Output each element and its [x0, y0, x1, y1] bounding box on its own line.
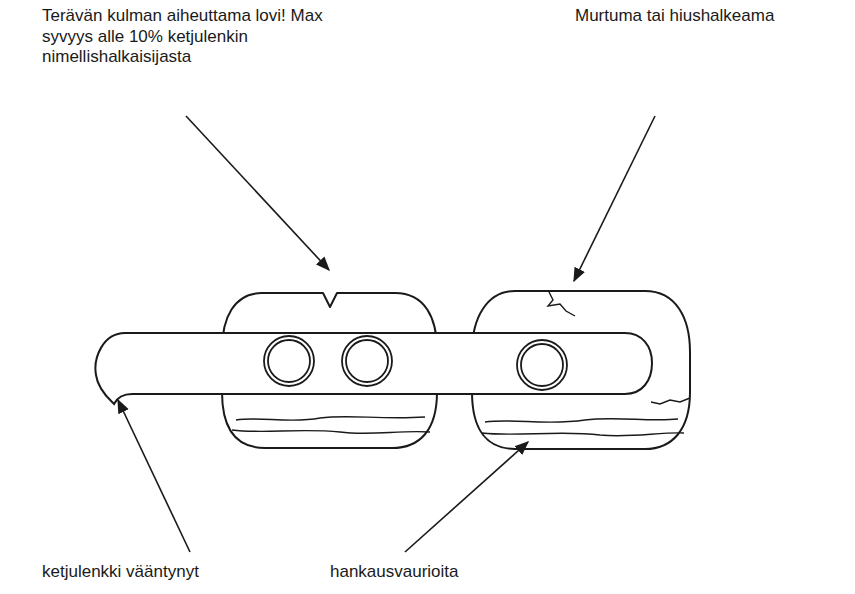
link-cross-section	[342, 336, 392, 386]
link-cross-section	[521, 344, 563, 386]
callout-label: hankausvaurioita	[330, 562, 550, 583]
crack-line	[651, 398, 690, 404]
link-cross-section	[346, 340, 388, 382]
chain-link-bent	[95, 333, 652, 404]
leader-line	[186, 116, 329, 270]
wear-marks	[482, 433, 684, 436]
leader-line	[574, 116, 655, 281]
crack-line	[548, 292, 575, 316]
link-cross-section	[264, 336, 314, 386]
wear-marks	[485, 419, 678, 423]
wear-marks	[236, 417, 425, 421]
link-cross-section	[268, 340, 310, 382]
callout-label: Murtuma tai hiushalkeama	[575, 6, 845, 27]
callout-label: Terävän kulman aiheuttama lovi! Max syvy…	[42, 6, 372, 68]
wear-marks	[232, 430, 430, 433]
leader-line	[405, 442, 528, 552]
leader-line	[118, 400, 190, 552]
link-cross-section	[517, 340, 567, 390]
callout-label: ketjulenkki vääntynyt	[42, 562, 292, 583]
